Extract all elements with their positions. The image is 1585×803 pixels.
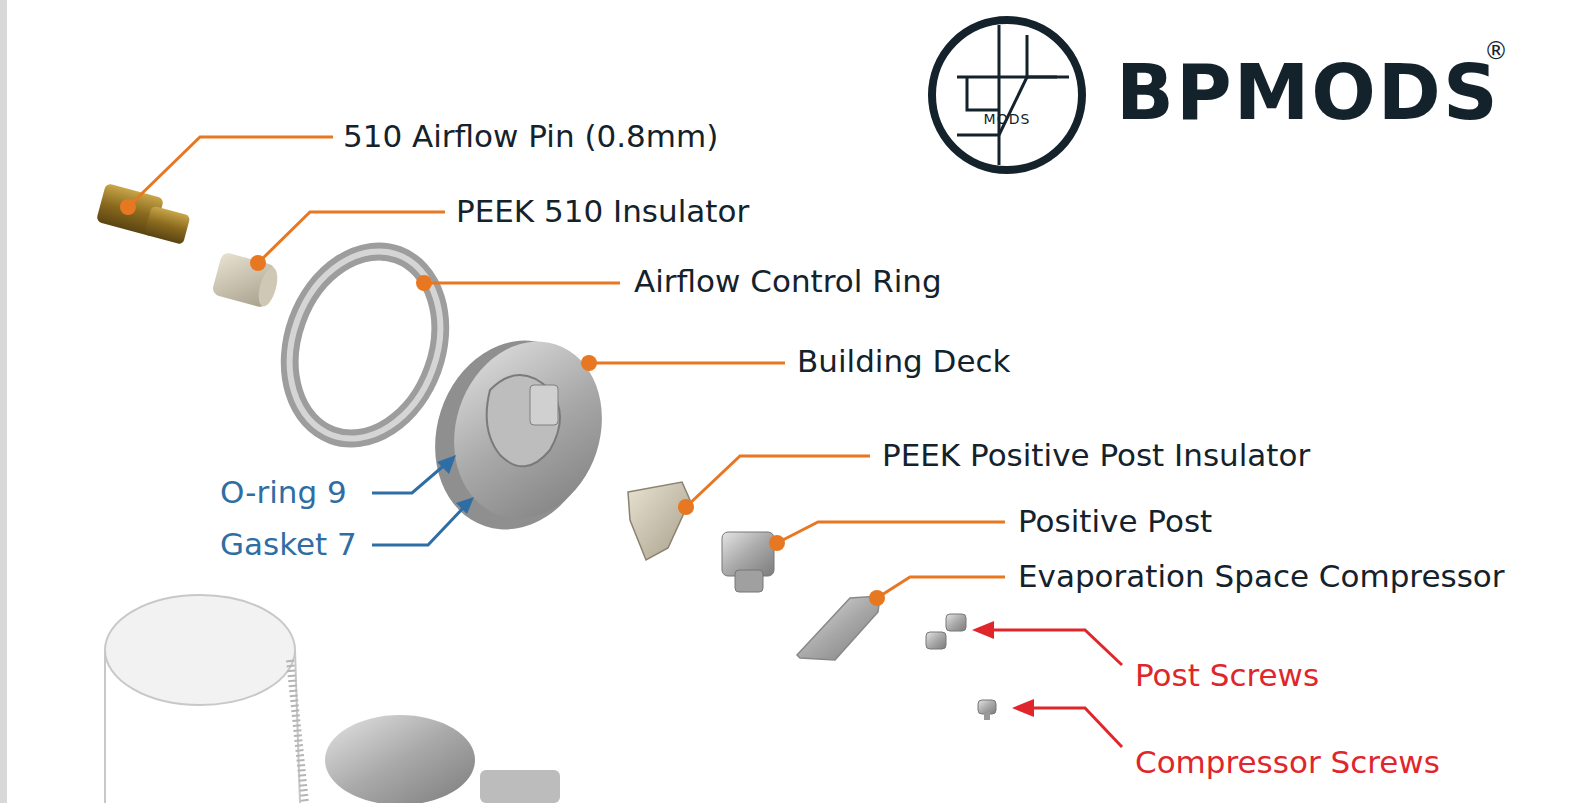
compressor-plate — [797, 596, 880, 660]
red-arrowheads — [972, 621, 1034, 717]
seal-name: O-ring 9 — [220, 475, 347, 511]
screw-name: Compressor Screws — [1135, 745, 1440, 781]
chimney — [325, 715, 560, 803]
seal-name: Gasket 7 — [220, 527, 357, 563]
blue-arrowheads — [437, 455, 474, 514]
airflow-ring — [265, 230, 466, 460]
logo-mark — [927, 15, 1087, 175]
part-name: Positive Post — [1018, 504, 1212, 540]
screws — [926, 614, 996, 720]
blue-arrows — [372, 462, 466, 545]
building-deck — [411, 320, 624, 551]
positive-post — [722, 532, 774, 592]
part-name: Airflow Control Ring — [634, 264, 942, 300]
part-name: Evaporation Space Compressor — [1018, 559, 1505, 595]
glass-tube — [105, 595, 305, 803]
registered-mark: ® — [1484, 38, 1508, 66]
screw-name: Post Screws — [1135, 658, 1319, 694]
logo-circle: MODS — [927, 15, 1087, 175]
brand-wordmark: BPMODS — [1116, 49, 1500, 136]
peek-post-insulator — [628, 482, 690, 560]
logo-text: MODS — [927, 111, 1087, 127]
leader-dots — [120, 199, 885, 606]
part-name: Building Deck — [797, 344, 1011, 380]
peek-insulator — [211, 252, 281, 309]
red-arrows — [990, 630, 1122, 747]
part-name: PEEK Positive Post Insulator — [882, 438, 1310, 474]
part-name: PEEK 510 Insulator — [456, 194, 749, 230]
part-name: 510 Airflow Pin (0.8mm) — [343, 119, 718, 155]
